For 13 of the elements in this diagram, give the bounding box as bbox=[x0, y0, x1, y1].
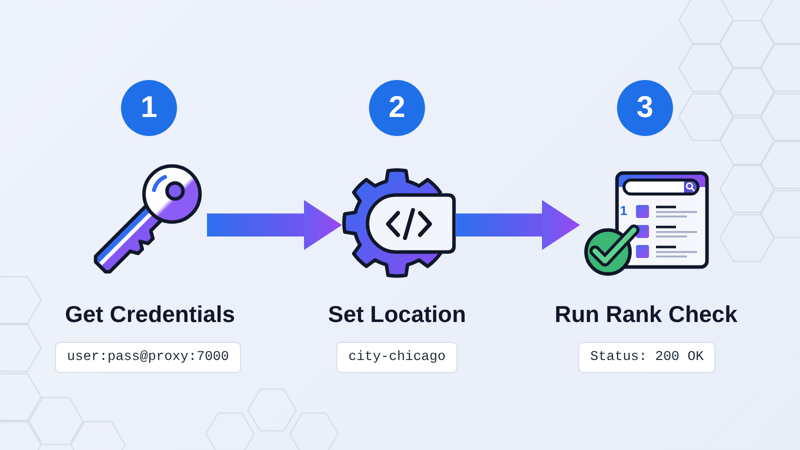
step-title: Run Rank Check bbox=[554, 300, 738, 328]
step-number-badge: 2 bbox=[369, 80, 425, 136]
step-number-badge: 3 bbox=[617, 80, 673, 136]
code-snippet: user:pass@proxy:7000 bbox=[54, 342, 242, 373]
arrow bbox=[207, 200, 342, 250]
rank-number: 1 bbox=[620, 204, 628, 218]
code-snippet: Status: 200 OK bbox=[578, 342, 716, 373]
arrow bbox=[456, 200, 580, 250]
gear-code-icon bbox=[342, 168, 456, 280]
code-snippet: city-chicago bbox=[336, 342, 458, 373]
step-title: Set Location bbox=[328, 300, 466, 328]
step-title: Get Credentials bbox=[65, 300, 235, 328]
step-number-badge: 1 bbox=[121, 80, 177, 136]
